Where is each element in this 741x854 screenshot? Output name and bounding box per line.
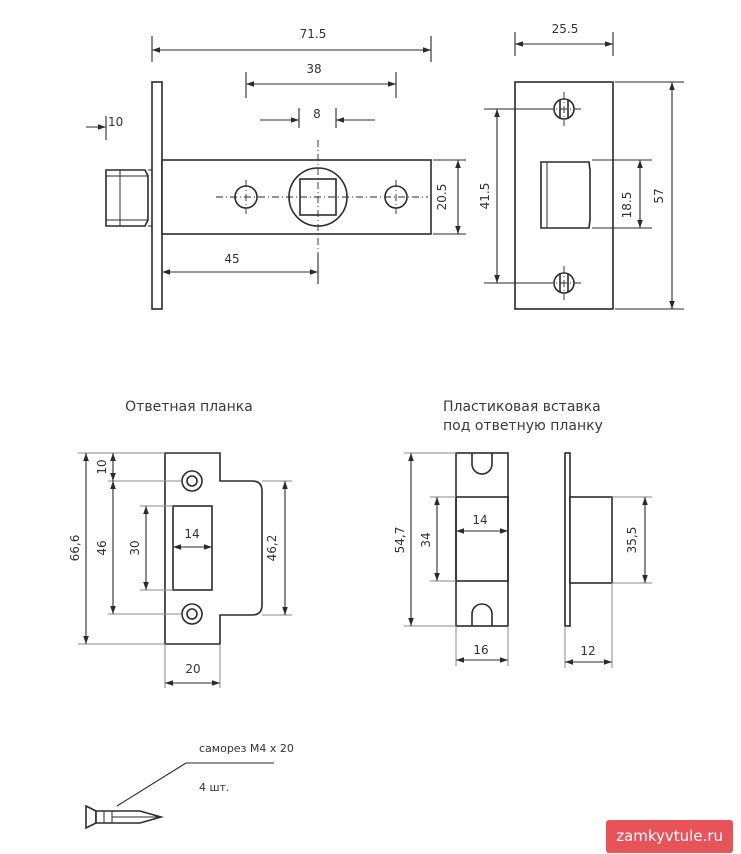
dim-face-height: 57 (652, 188, 666, 203)
strike-plate-outline (164, 452, 263, 645)
dim-bolt-height: 18.5 (620, 192, 634, 219)
dim-spindle-size: 8 (313, 107, 321, 121)
site-watermark[interactable]: zamkyvtule.ru (606, 820, 733, 853)
dim-insert-height: 54,7 (393, 527, 407, 554)
insert-title-line1: Пластиковая вставка (443, 399, 601, 415)
dim-hole-spacing: 38 (306, 62, 321, 76)
dim-lip-height: 46,2 (265, 535, 279, 562)
front-latch-bolt (540, 161, 591, 229)
latch-front-view: 25.5 41.5 18.5 57 (478, 22, 684, 310)
screw-label: саморез М4 х 20 (199, 742, 294, 755)
dim-backset: 45 (224, 252, 239, 266)
strike-plate-view: Ответная планка 10 66,6 46 30 14 (68, 399, 292, 688)
dim-pocket-height: 34 (419, 532, 433, 547)
dim-side-height: 35,5 (625, 527, 639, 554)
dim-insert-width: 16 (473, 643, 488, 657)
dim-screw-spacing: 41.5 (478, 183, 492, 210)
screw-illustration: саморез М4 х 20 4 шт. (85, 742, 294, 830)
plastic-insert-view: Пластиковая вставка под ответную планку … (393, 399, 652, 668)
latch-bolt (105, 169, 149, 227)
dim-overall-length: 71.5 (300, 27, 327, 41)
screw-head (85, 804, 97, 830)
faceplate (151, 81, 163, 310)
dim-insert-depth: 12 (580, 644, 595, 658)
dim-plate-width: 20 (185, 662, 200, 676)
dim-window-width: 14 (184, 527, 199, 541)
strike-plate-title: Ответная планка (125, 399, 253, 415)
dim-face-width: 25.5 (552, 22, 579, 36)
insert-title-line2: под ответную планку (443, 418, 603, 434)
dim-hole-offset: 10 (95, 459, 109, 474)
dim-bolt-projection: 10 (108, 115, 123, 129)
insert-side-pocket (569, 496, 613, 584)
dim-window-height: 30 (128, 540, 142, 555)
insert-front-outline (455, 452, 509, 627)
screw-quantity: 4 шт. (199, 781, 229, 794)
dim-pocket-width: 14 (472, 513, 487, 527)
insert-pocket (455, 496, 509, 582)
dim-plate-height: 66,6 (68, 535, 82, 562)
dim-body-height: 20.5 (435, 184, 449, 211)
dim-hole-spacing-strike: 46 (95, 540, 109, 555)
latch-side-view: 71.5 38 8 10 20.5 45 (86, 27, 466, 310)
